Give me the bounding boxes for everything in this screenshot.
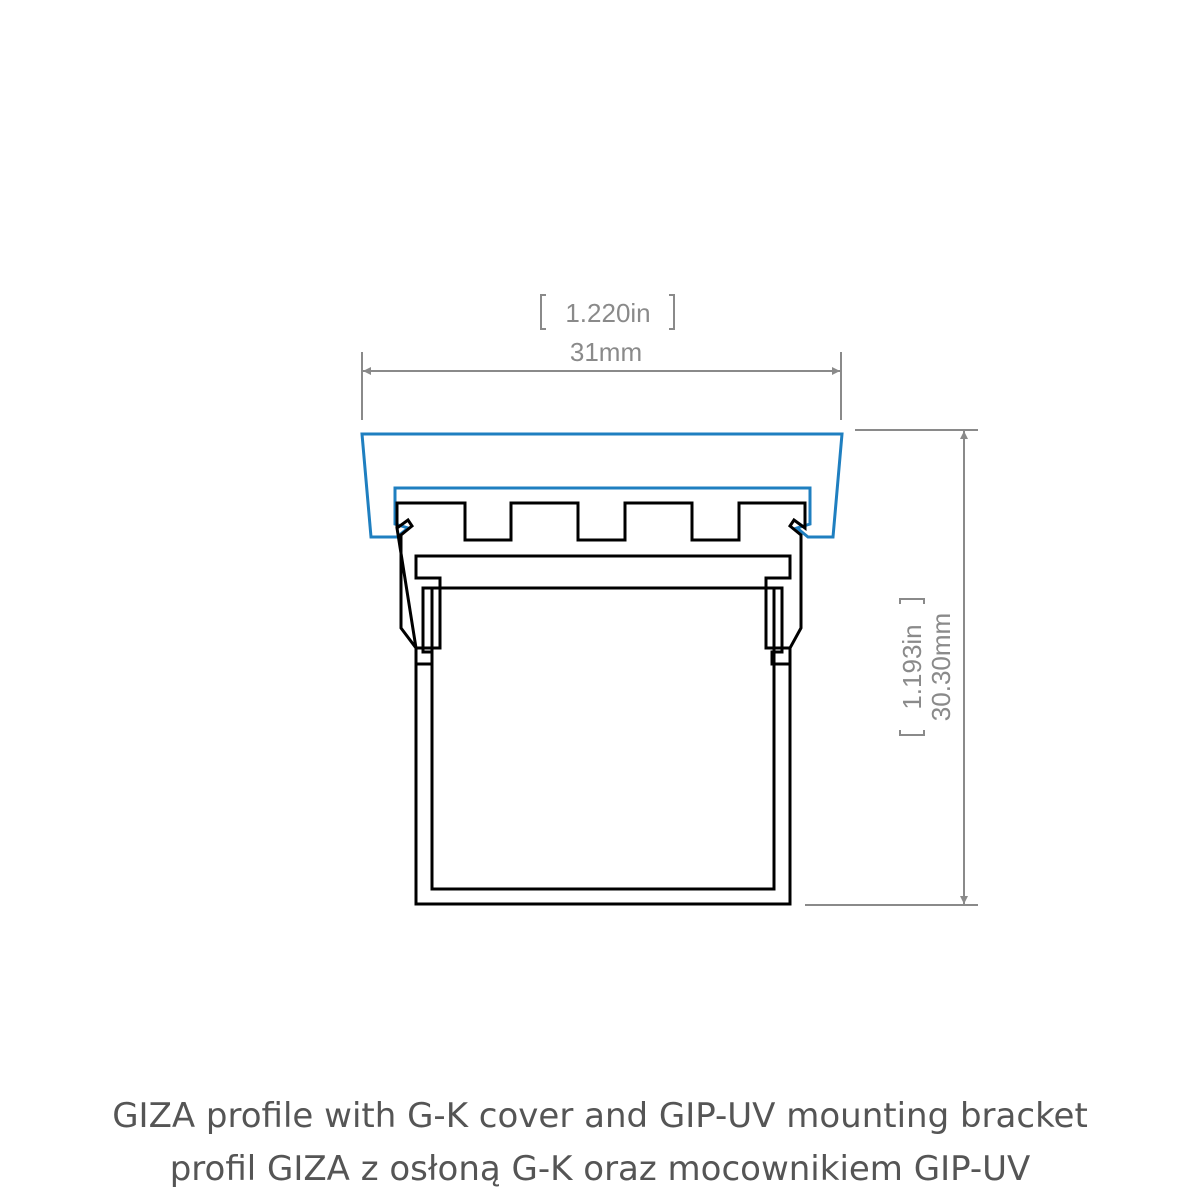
width-mm-label: 31mm	[570, 337, 642, 367]
caption-english: GIZA profile with G-K cover and GIP-UV m…	[112, 1096, 1088, 1136]
height-bracket-end	[899, 598, 925, 604]
width-bracket-left	[540, 294, 546, 330]
height-mm-label: 30.30mm	[926, 613, 956, 721]
width-inches-label: 1.220in	[565, 298, 650, 328]
bracket-top-bar	[414, 554, 792, 590]
cover-outline	[360, 432, 844, 539]
caption-polish: profil GIZA z osłoną G-K oraz mocownikie…	[169, 1149, 1031, 1189]
profile-outline	[395, 501, 807, 906]
height-dimension: 1.193in 30.30mm	[805, 429, 978, 906]
height-inches-label: 1.193in	[897, 624, 927, 709]
inner-channel	[430, 664, 776, 891]
width-bracket-right	[669, 294, 675, 330]
height-bracket-start	[899, 730, 925, 736]
width-dimension: 1.220in 31mm	[361, 294, 842, 420]
